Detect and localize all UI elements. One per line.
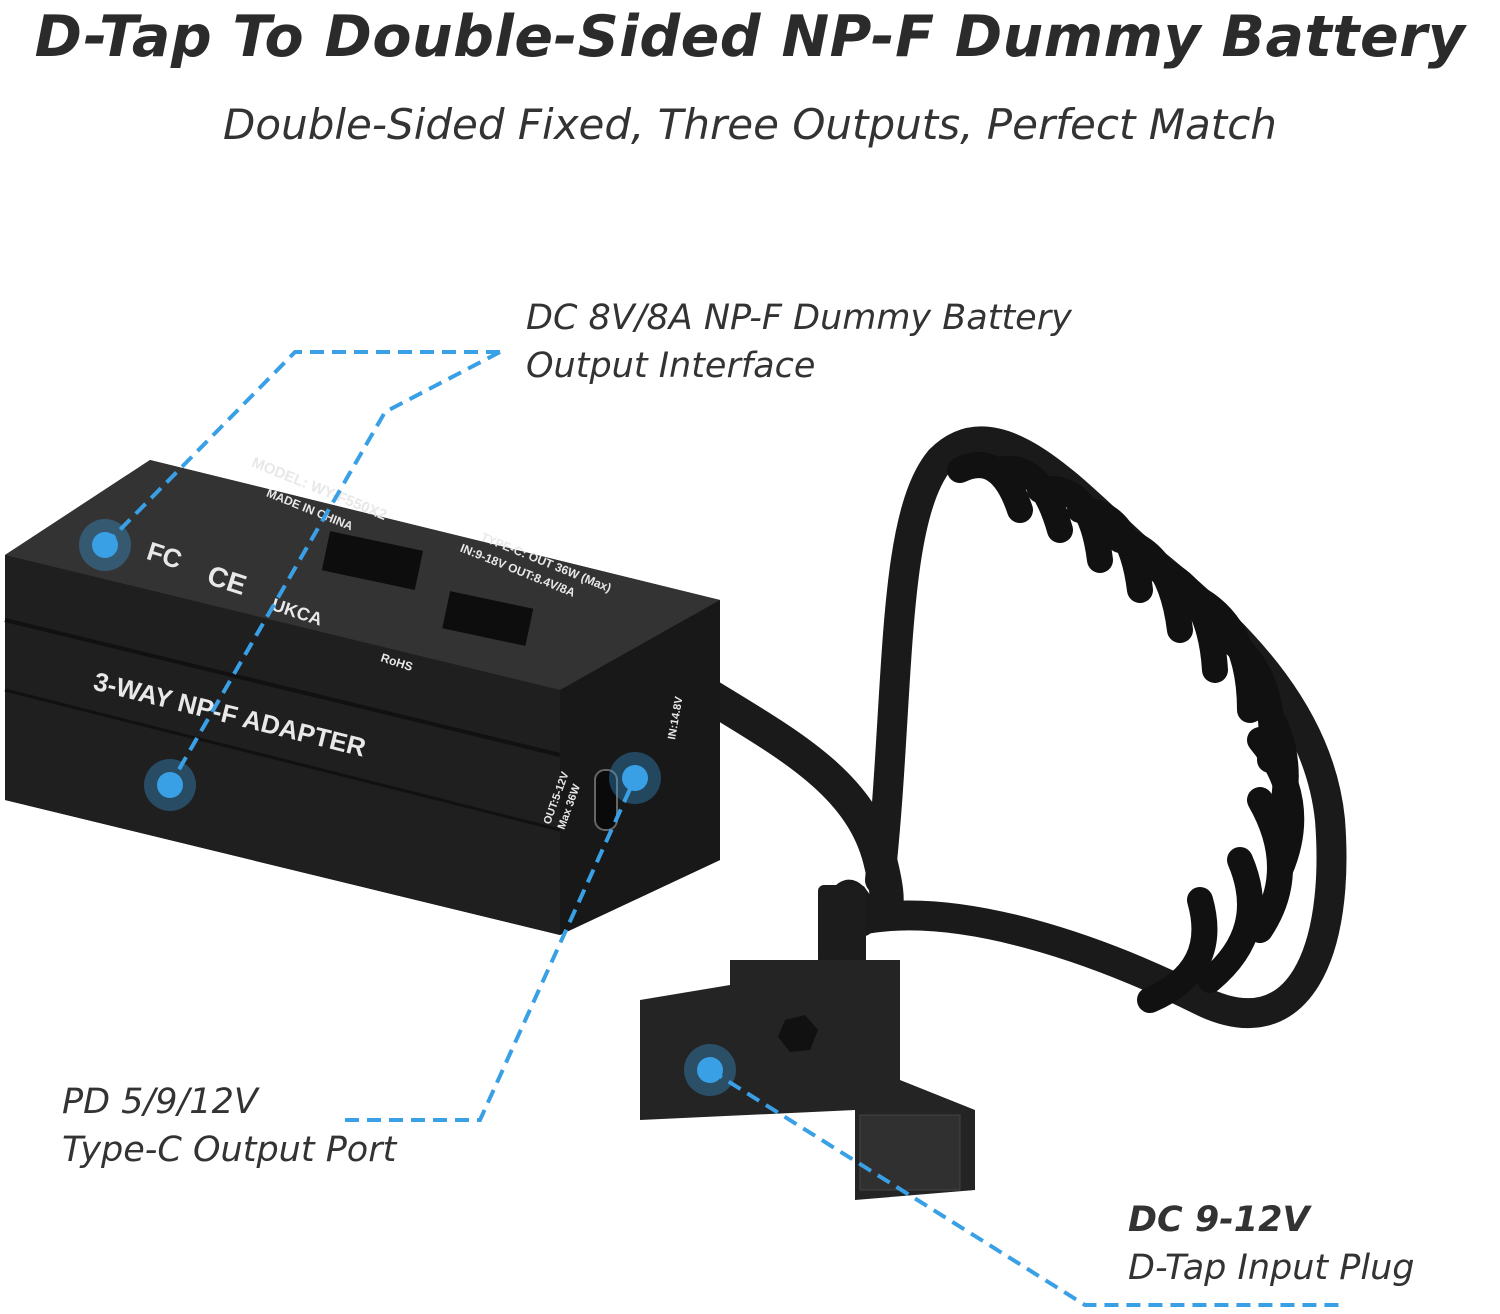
callout-dtap-line1: DC 9-12V: [1128, 1200, 1310, 1240]
marker-dot: [79, 519, 131, 571]
callout-dtap-line2: D-Tap Input Plug: [1128, 1248, 1415, 1288]
marker-dot: [684, 1044, 736, 1096]
callout-leader-lines: [103, 350, 1340, 1307]
callout-typec-line1: PD 5/9/12V: [62, 1082, 258, 1122]
callout-dtap-input: DC 9-12V D-Tap Input Plug: [1128, 1196, 1415, 1292]
callout-npf-line2: Output Interface: [526, 346, 816, 386]
page-title: D-Tap To Double-Sided NP-F Dummy Battery: [34, 4, 1466, 70]
coiled-cable: [683, 426, 1347, 1028]
page-subtitle: Double-Sided Fixed, Three Outputs, Perfe…: [223, 100, 1277, 149]
callout-markers: [79, 519, 736, 1096]
dtap-plug: [640, 885, 975, 1200]
callout-npf-line1: DC 8V/8A NP-F Dummy Battery: [526, 298, 1072, 338]
marker-dot: [609, 752, 661, 804]
callout-typec-line2: Type-C Output Port: [62, 1130, 397, 1170]
npf-adapter-body: MODEL: WY-F550X2 MADE IN CHINA TYPE-C: O…: [4, 454, 720, 935]
callout-npf-output: DC 8V/8A NP-F Dummy Battery Output Inter…: [526, 294, 1072, 390]
marker-dot: [144, 759, 196, 811]
callout-typec-output: PD 5/9/12V Type-C Output Port: [62, 1078, 396, 1174]
